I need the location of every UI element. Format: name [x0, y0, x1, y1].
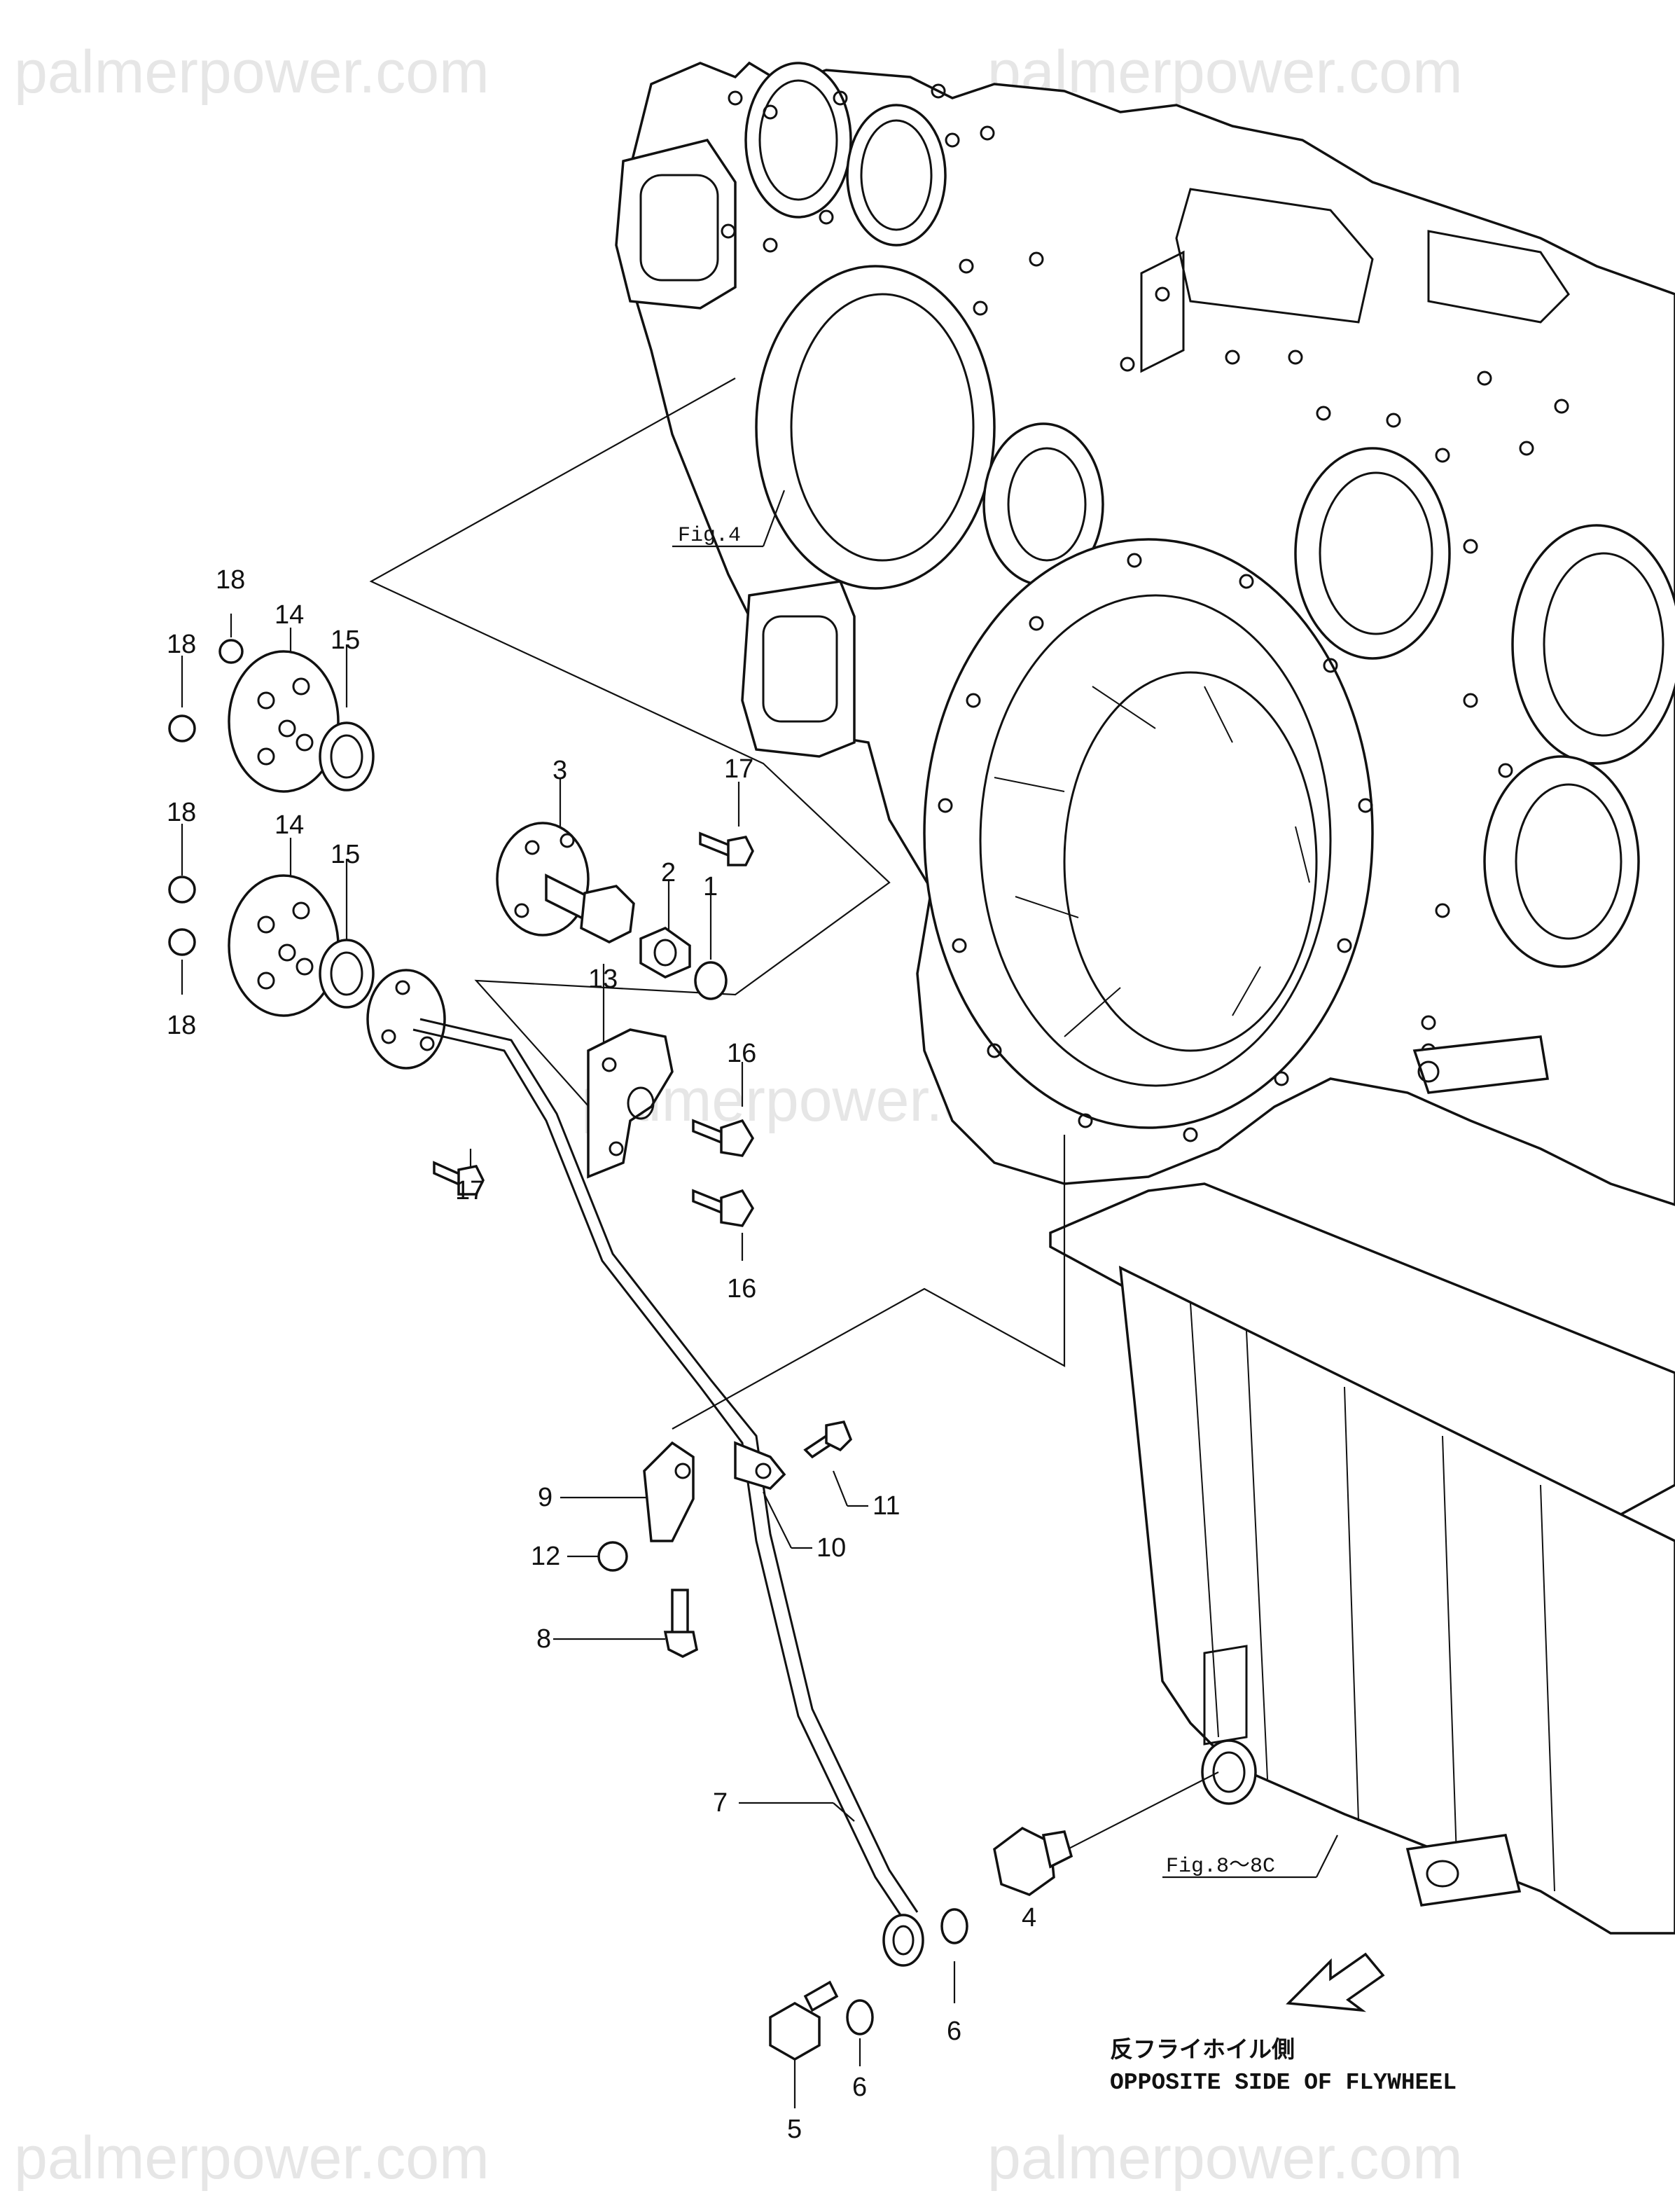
- flange-14a: [228, 650, 340, 793]
- part-labels: 1 2 3 4 5 6 6 7 8 9 10 11 12 13 14 14 15…: [167, 565, 1036, 2144]
- nut-18: [168, 639, 244, 956]
- part-label-7: 7: [713, 1788, 728, 1818]
- flange-14b: [228, 874, 340, 1017]
- fig8-reference: Fig.8〜8C: [1166, 1855, 1275, 1879]
- plug-4: [993, 1826, 1073, 1896]
- direction-note-jp: 反フライホイル側: [1110, 2037, 1295, 2064]
- part-label-18: 18: [216, 565, 245, 595]
- part-label-14: 14: [274, 600, 304, 630]
- gear-case-housing: [615, 61, 1675, 1206]
- part-label-14: 14: [274, 810, 304, 840]
- part-label-17: 17: [455, 1176, 485, 1205]
- part-label-12: 12: [531, 1542, 560, 1571]
- part-label-10: 10: [816, 1533, 846, 1563]
- bolt-16: [692, 1119, 755, 1227]
- part-label-18: 18: [167, 630, 196, 659]
- oil-pan: [1049, 1182, 1675, 1935]
- clamp-9-10: [643, 1441, 786, 1542]
- part-label-16: 16: [727, 1039, 756, 1068]
- part-label-17: 17: [724, 754, 753, 784]
- part-label-8: 8: [536, 1624, 551, 1654]
- bolt-8: [663, 1589, 698, 1658]
- fig4-reference: Fig.4: [678, 524, 741, 548]
- part-label-5: 5: [787, 2115, 802, 2144]
- oil-pipe-7: [412, 1018, 924, 1967]
- watermark: palmerpower.com: [14, 2124, 489, 2192]
- washer-1: [694, 961, 728, 1000]
- part-label-18: 18: [167, 1011, 196, 1040]
- part-label-9: 9: [538, 1483, 552, 1512]
- watermark: palmerpower.com: [987, 2124, 1463, 2192]
- part-label-3: 3: [552, 756, 567, 785]
- watermarks: palmerpower.com palmerpower.com palmerpo…: [14, 39, 1463, 2192]
- part-label-6: 6: [947, 2017, 961, 2046]
- part-label-18: 18: [167, 798, 196, 827]
- watermark: palmerpower.com: [14, 39, 489, 106]
- gasket-15a: [319, 721, 375, 792]
- eye-bolt-5: [769, 1980, 839, 2061]
- part-label-11: 11: [873, 1491, 900, 1521]
- washer-6: [846, 1908, 968, 2035]
- part-label-1: 1: [703, 872, 718, 901]
- flange-plate-tube: [366, 969, 446, 1070]
- direction-note-en: OPPOSITE SIDE OF FLYWHEEL: [1110, 2070, 1457, 2096]
- fitting-2: [639, 927, 691, 979]
- gasket-15b: [319, 939, 375, 1009]
- part-label-16: 16: [727, 1274, 756, 1304]
- part-label-2: 2: [661, 858, 676, 887]
- part-label-15: 15: [331, 625, 360, 655]
- bolt-11: [803, 1420, 853, 1459]
- bracket-13: [587, 1028, 674, 1179]
- bolt-17: [433, 831, 754, 1196]
- nut-12: [597, 1541, 628, 1572]
- direction-arrow: [1286, 1952, 1385, 2012]
- part-label-15: 15: [331, 840, 360, 869]
- part-label-13: 13: [588, 965, 618, 994]
- connector-3: [496, 822, 635, 943]
- part-label-6: 6: [852, 2073, 867, 2102]
- part-label-4: 4: [1022, 1903, 1036, 1933]
